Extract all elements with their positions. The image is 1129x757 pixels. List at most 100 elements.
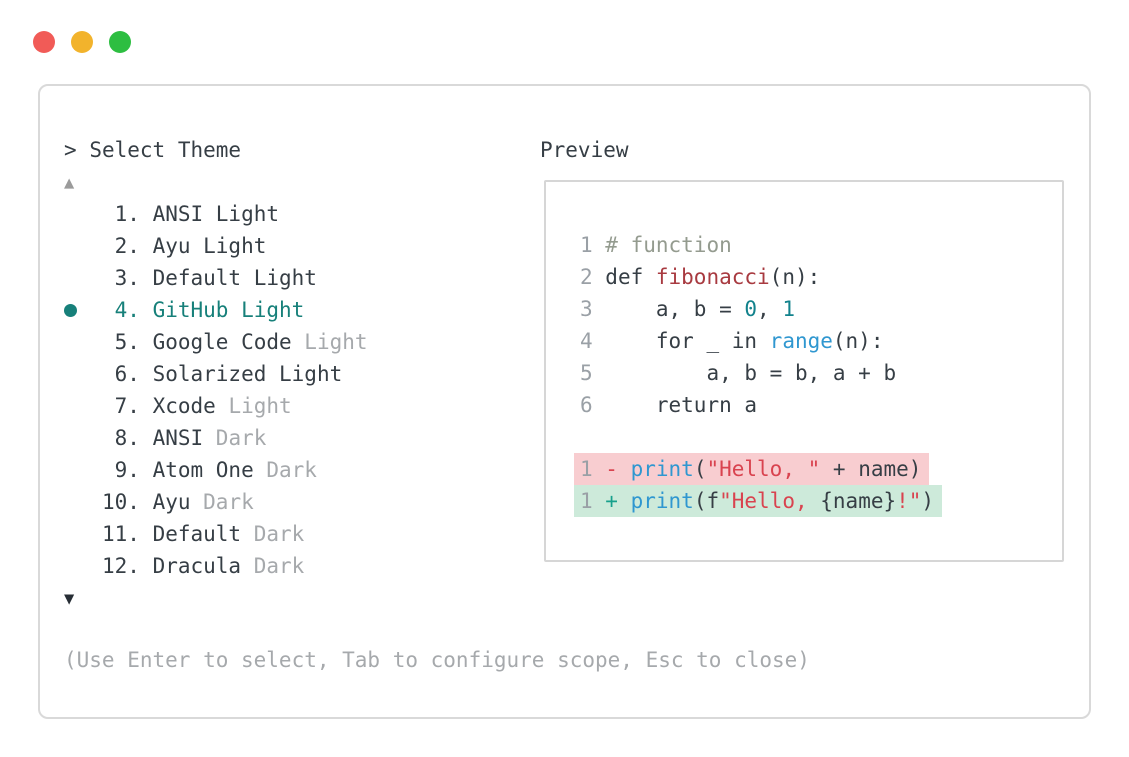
code-token: (: [693, 457, 707, 481]
theme-list-item[interactable]: 7. Xcode Light: [64, 390, 368, 422]
theme-list-item[interactable]: 12. Dracula Dark: [64, 550, 368, 582]
theme-list-item[interactable]: 2. Ayu Light: [64, 230, 368, 262]
theme-list-item[interactable]: 10. Ayu Dark: [64, 486, 368, 518]
theme-item-variant-label: Light: [215, 394, 292, 418]
bullet-slot: [64, 496, 102, 509]
theme-item-separator: .: [127, 266, 153, 290]
code-token: ): [921, 489, 935, 513]
code-token: for _ in: [605, 329, 770, 353]
theme-item-variant-label: Dark: [203, 426, 267, 450]
code-token: a, b =: [605, 297, 745, 321]
bullet-slot: [64, 208, 102, 221]
theme-list-item[interactable]: 1. ANSI Light: [64, 198, 368, 230]
bullet-slot: [64, 464, 102, 477]
line-number: 4: [580, 329, 606, 353]
maximize-button[interactable]: [109, 31, 131, 53]
theme-list-item[interactable]: 11. Default Dark: [64, 518, 368, 550]
bullet-slot: [64, 400, 102, 413]
theme-item-label: Xcode: [152, 394, 216, 418]
theme-item-number: 3: [114, 266, 128, 290]
bullet-slot: [64, 368, 102, 381]
code-token: def: [605, 265, 656, 289]
theme-item-number: 8: [114, 426, 128, 450]
minimize-button[interactable]: [71, 31, 93, 53]
theme-list-item[interactable]: 6. Solarized Light: [64, 358, 368, 390]
theme-list-item[interactable]: 9. Atom One Dark: [64, 454, 368, 486]
theme-item-separator: .: [127, 426, 153, 450]
theme-item-separator: .: [127, 490, 153, 514]
bullet-slot: [64, 560, 102, 573]
theme-item-variant-label: Dark: [253, 458, 317, 482]
theme-item-label: ANSI: [152, 426, 204, 450]
code-token: print: [630, 489, 694, 513]
theme-item-variant-label: Dark: [241, 554, 305, 578]
code-token: + name): [820, 457, 922, 481]
theme-item-number: 1: [114, 202, 128, 226]
theme-item-number: 11: [102, 522, 128, 546]
theme-item-separator: .: [127, 362, 153, 386]
theme-item-number: 10: [102, 490, 128, 514]
code-line: 4 for _ in range(n):: [580, 325, 883, 357]
theme-item-separator: .: [127, 298, 153, 322]
line-number: 1: [580, 233, 606, 257]
code-sample: 1 # function 2 def fibonacci (n): 3 a, b = …: [546, 182, 1062, 517]
theme-item-separator: .: [127, 554, 153, 578]
theme-item-number: 12: [102, 554, 128, 578]
bullet-slot: [64, 528, 102, 541]
theme-item-label: Atom One: [152, 458, 254, 482]
theme-item-variant-label: Light: [291, 330, 368, 354]
preview-pane: 1 # function 2 def fibonacci (n): 3 a, b = …: [544, 180, 1064, 562]
bullet-slot: [64, 240, 102, 253]
code-token: 1: [782, 297, 795, 321]
line-number: 2: [580, 265, 606, 289]
theme-item-separator: .: [127, 330, 153, 354]
line-number: 5: [580, 361, 606, 385]
theme-item-label: Ayu Light: [152, 234, 267, 258]
code-token: fibonacci: [655, 265, 770, 289]
theme-item-label: ANSI Light: [152, 202, 280, 226]
theme-item-separator: .: [127, 234, 153, 258]
code-token: 0: [744, 297, 758, 321]
page-title: Select Theme: [89, 138, 242, 162]
bullet-slot: [64, 336, 102, 349]
window-controls: [33, 31, 131, 53]
code-line: 6 return a: [580, 389, 757, 421]
theme-item-label: Default: [152, 522, 242, 546]
code-line: 5 a, b = b, a + b: [580, 357, 896, 389]
line-number: 1: [580, 457, 606, 481]
line-number: 1: [580, 489, 606, 513]
select-theme-header: > Select Theme: [64, 134, 241, 166]
theme-item-number: 6: [114, 362, 128, 386]
code-line: 1 # function: [580, 229, 732, 261]
theme-list-item[interactable]: 4. GitHub Light: [64, 294, 368, 326]
theme-item-label: Google Code: [152, 330, 292, 354]
code-token: +: [605, 489, 631, 513]
code-token: {name}: [820, 489, 897, 513]
selected-bullet: [64, 303, 102, 317]
code-token: return a: [605, 393, 758, 417]
theme-item-number: 9: [114, 458, 128, 482]
code-token: # function: [605, 233, 732, 257]
scroll-down-icon[interactable]: ▼: [64, 589, 75, 609]
theme-item-label: Default Light: [152, 266, 317, 290]
code-token: -: [605, 457, 631, 481]
theme-item-label: Solarized Light: [152, 362, 343, 386]
code-line: 3 a, b = 0, 1: [580, 293, 795, 325]
theme-list-item[interactable]: 8. ANSI Dark: [64, 422, 368, 454]
close-button[interactable]: [33, 31, 55, 53]
theme-item-number: 2: [114, 234, 128, 258]
scroll-up-icon[interactable]: ▲: [64, 173, 75, 193]
theme-item-number: 7: [114, 394, 128, 418]
theme-list-item[interactable]: 3. Default Light: [64, 262, 368, 294]
line-number: 6: [580, 393, 606, 417]
theme-item-separator: .: [127, 394, 153, 418]
theme-list-item[interactable]: 5. Google Code Light: [64, 326, 368, 358]
theme-item-number: 4: [114, 298, 128, 322]
code-token: a, b = b, a + b: [605, 361, 897, 385]
theme-item-label: Dracula: [152, 554, 242, 578]
code-token: !": [896, 489, 922, 513]
code-token: (n):: [832, 329, 884, 353]
preview-title: Preview: [540, 138, 629, 162]
